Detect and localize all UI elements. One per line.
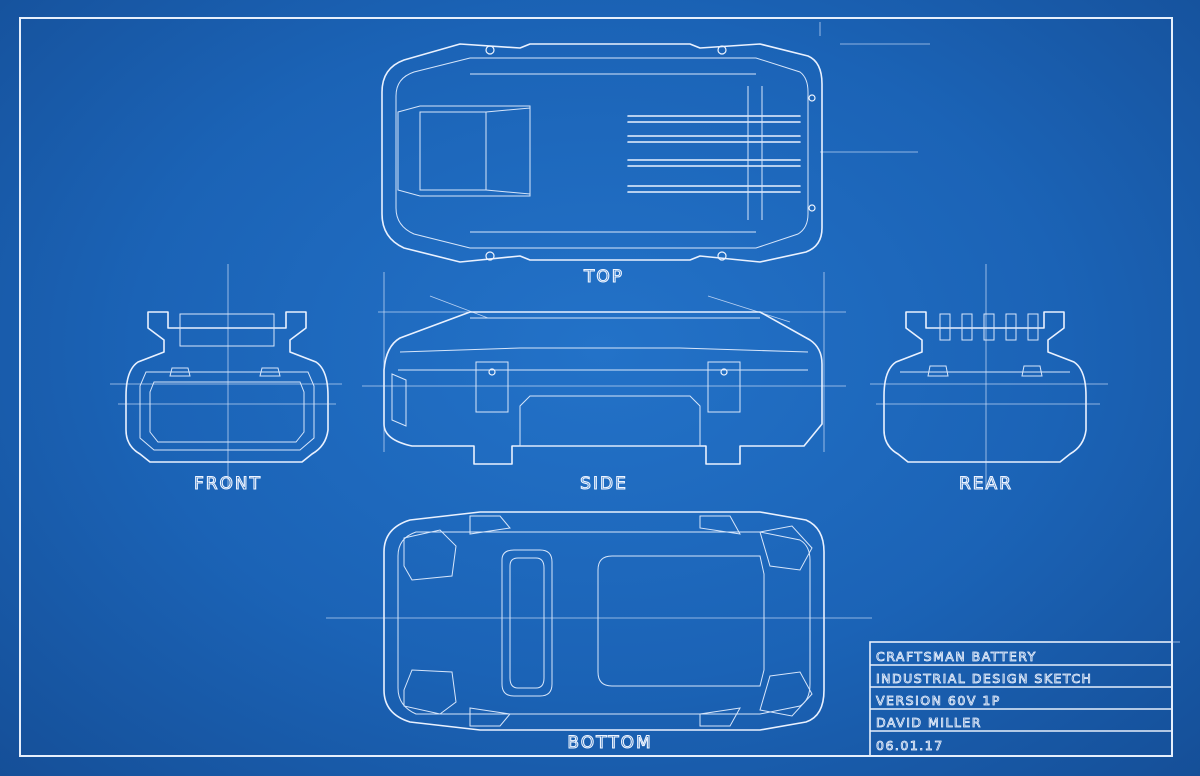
title-block bbox=[869, 641, 1180, 757]
sheet-frame bbox=[19, 17, 1173, 757]
bottom-outline bbox=[383, 511, 825, 731]
top-outline bbox=[381, 43, 823, 263]
label-front: FRONT bbox=[194, 474, 262, 494]
rear-view bbox=[870, 264, 1108, 488]
screw-icon bbox=[808, 204, 816, 212]
screw-icon bbox=[485, 251, 495, 261]
title-block-line-2: INDUSTRIAL DESIGN SKETCH bbox=[876, 671, 1092, 686]
screw-icon bbox=[485, 45, 495, 55]
label-rear: REAR bbox=[959, 474, 1013, 494]
top-view bbox=[381, 22, 930, 263]
label-top: TOP bbox=[583, 267, 624, 287]
front-outline bbox=[125, 311, 329, 463]
side-outline bbox=[383, 311, 823, 465]
screw-icon bbox=[720, 368, 728, 376]
screw-icon bbox=[717, 45, 727, 55]
front-view bbox=[110, 264, 342, 488]
screw-icon bbox=[808, 94, 816, 102]
title-block-line-1: CRAFTSMAN BATTERY bbox=[876, 649, 1037, 664]
title-block-line-5: 06.01.17 bbox=[876, 738, 944, 753]
label-bottom: BOTTOM bbox=[567, 733, 652, 753]
label-side: SIDE bbox=[580, 474, 628, 494]
bottom-view bbox=[326, 511, 872, 731]
side-view bbox=[362, 272, 846, 465]
title-block-line-3: VERSION 60V 1P bbox=[876, 693, 1001, 708]
screw-icon bbox=[488, 368, 496, 376]
rear-outline bbox=[883, 311, 1087, 463]
title-block-line-4: DAVID MILLER bbox=[876, 715, 982, 730]
screw-icon bbox=[717, 251, 727, 261]
